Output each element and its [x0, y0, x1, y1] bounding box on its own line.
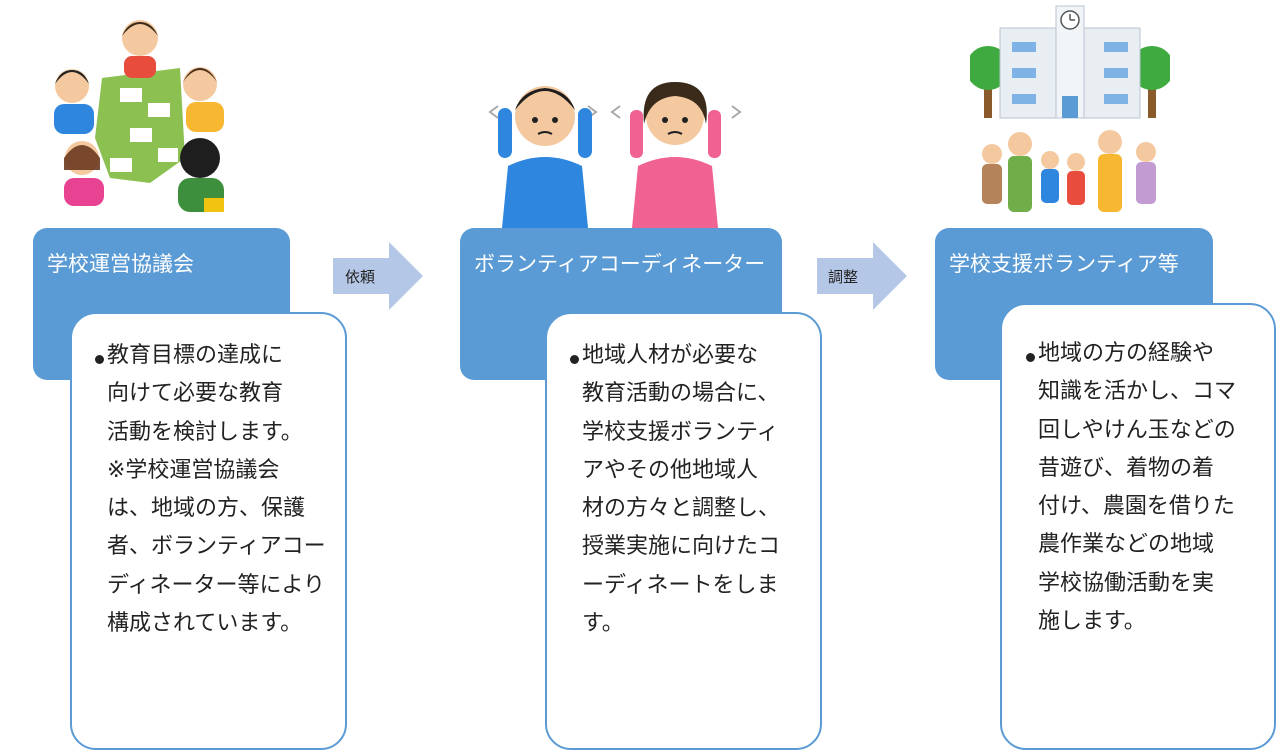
arrow-label-coordinate: 調整	[828, 268, 859, 286]
meeting-people-icon	[54, 20, 224, 212]
bullet-icon	[1026, 353, 1035, 362]
heading-volunteer-coordinator-label: ボランティアコーディネーター	[474, 252, 766, 276]
right-arrow-icon	[333, 242, 423, 310]
card-school-council: 教育目標の達成に 向けて必要な教育 活動を検討します。 ※学校運営協議会 は、地…	[70, 312, 347, 750]
card-volunteer-coordinator: 地域人材が必要な 教育活動の場合に、 学校支援ボランティ アやその他地域人 材の…	[545, 312, 822, 750]
heading-school-support-volunteers-label: 学校支援ボランティア等	[949, 252, 1179, 276]
right-arrow-icon	[817, 242, 907, 310]
card-school-support-volunteers-text: 地域の方の経験や 知識を活かし、コマ 回しやけん玉などの 昔遊び、着物の着 付け…	[1038, 341, 1237, 635]
heading-school-council-label: 学校運営協議会	[47, 252, 194, 276]
bullet-icon	[570, 355, 579, 364]
arrow-label-request: 依頼	[345, 268, 376, 286]
bullet-icon	[95, 355, 104, 364]
card-volunteer-coordinator-text: 地域人材が必要な 教育活動の場合に、 学校支援ボランティ アやその他地域人 材の…	[582, 343, 781, 637]
school-community-icon	[970, 5, 1170, 212]
card-school-support-volunteers: 地域の方の経験や 知識を活かし、コマ 回しやけん玉などの 昔遊び、着物の着 付け…	[1000, 303, 1276, 750]
thinking-coordinators-icon	[488, 82, 742, 228]
card-school-council-text: 教育目標の達成に 向けて必要な教育 活動を検討します。 ※学校運営協議会 は、地…	[107, 343, 326, 637]
